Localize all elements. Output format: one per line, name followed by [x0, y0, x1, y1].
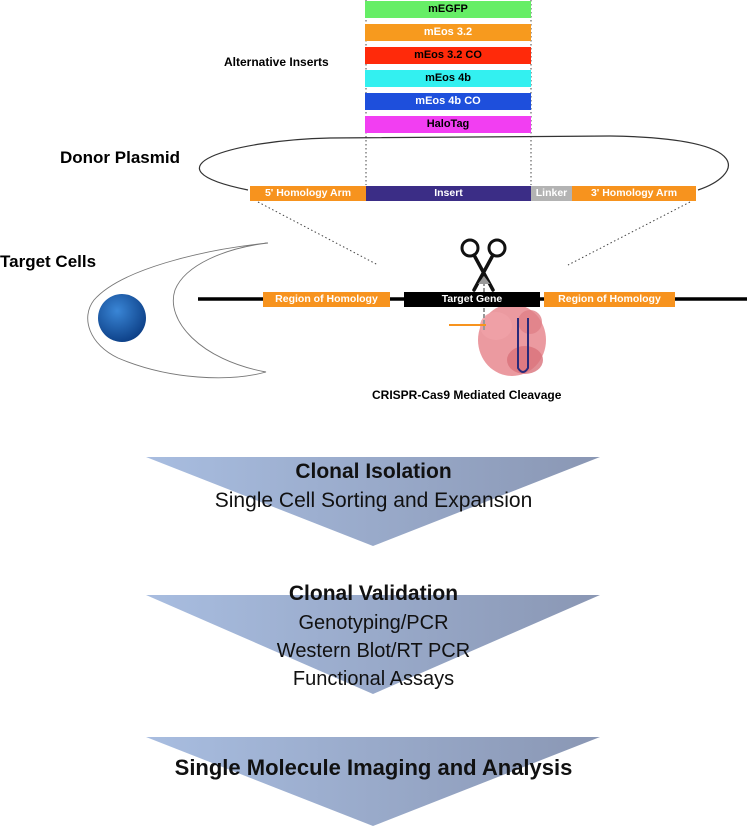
nucleus	[98, 294, 146, 342]
step-1-title: Clonal Isolation	[295, 460, 452, 483]
three-prime-homology-arm: 3' Homology Arm	[572, 186, 696, 201]
step-2-line-3: Functional Assays	[292, 668, 455, 690]
scissors-icon	[460, 238, 507, 292]
insert-option: mEos 4b CO	[365, 93, 531, 110]
cas9-caption: CRISPR-Cas9 Mediated Cleavage	[372, 388, 562, 402]
target-gene: Target Gene	[404, 292, 540, 307]
left-region-of-homology: Region of Homology	[263, 292, 390, 307]
insert-option: mEos 3.2 CO	[365, 47, 531, 64]
donor-plasmid-title: Donor Plasmid	[60, 148, 180, 167]
insert-option: HaloTag	[365, 116, 531, 133]
step-2-title: Clonal Validation	[288, 582, 459, 605]
plasmid-backbone	[198, 135, 729, 191]
right-region-of-homology: Region of Homology	[544, 292, 675, 307]
step-3-title: Single Molecule Imaging and Analysis	[174, 755, 573, 780]
plasmid-insert: Insert	[366, 186, 531, 201]
step-arrow-1	[146, 457, 600, 546]
insert-option: mEos 4b	[365, 70, 531, 87]
step-arrow-3	[146, 737, 600, 826]
step-2-line-1: Genotyping/PCR	[298, 612, 449, 634]
insert-option: mEGFP	[365, 1, 531, 18]
cas9-protein	[478, 304, 546, 376]
target-cell-outline	[87, 242, 269, 379]
step-arrow-2	[146, 595, 600, 694]
five-prime-homology-arm: 5' Homology Arm	[250, 186, 366, 201]
arm-guide-right	[567, 201, 691, 266]
step-1-line-1: Single Cell Sorting and Expansion	[214, 489, 533, 512]
target-cells-title: Target Cells	[0, 252, 97, 271]
insert-option: mEos 3.2	[365, 24, 531, 41]
inserts-title: Alternative Inserts	[224, 55, 329, 69]
arm-guide-left	[257, 201, 379, 266]
step-2-line-2: Western Blot/RT PCR	[276, 640, 471, 662]
linker: Linker	[531, 186, 572, 201]
